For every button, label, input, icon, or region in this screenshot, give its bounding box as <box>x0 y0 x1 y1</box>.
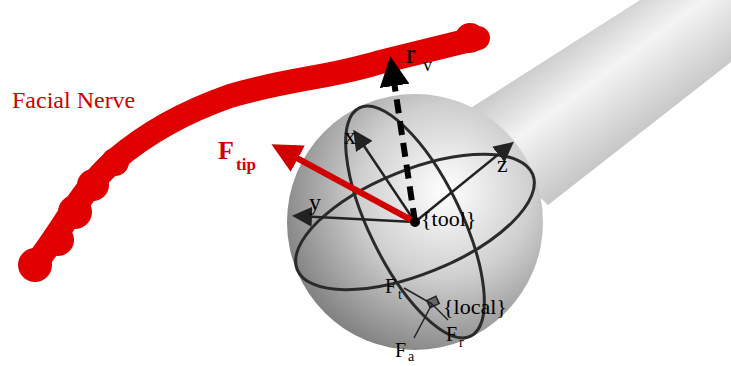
axis-label: y <box>309 190 321 214</box>
vector-rv <box>392 68 415 222</box>
force-label: F <box>395 340 406 360</box>
vector-subscript: v <box>423 56 432 74</box>
force-subscript: a <box>408 350 414 364</box>
frame-label: {tool} <box>421 208 476 230</box>
force-subscript: r <box>459 336 464 350</box>
force-subscript: tip <box>236 156 256 173</box>
structure-label: Facial Nerve <box>12 88 135 112</box>
force-subscript: t <box>398 288 402 302</box>
frame-label: {local} <box>443 296 507 318</box>
ball-grid <box>278 88 552 357</box>
vector-label: r <box>406 40 415 68</box>
axis-label: x <box>344 124 356 148</box>
force-arrow <box>282 150 415 222</box>
force-label: F <box>218 138 234 164</box>
force-label: F <box>446 324 457 344</box>
force-label: F <box>385 276 396 296</box>
tool-ball <box>287 94 543 350</box>
local-frame <box>404 288 448 338</box>
axis-label: z <box>497 152 508 176</box>
tool-origin <box>410 217 420 227</box>
